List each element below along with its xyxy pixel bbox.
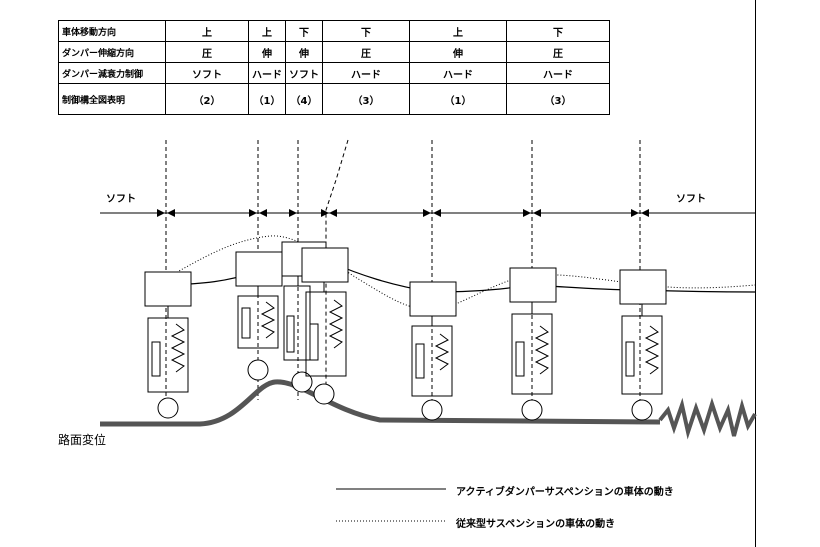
strut-frame <box>621 315 663 395</box>
strut-frame <box>237 295 279 349</box>
damper-body <box>415 343 425 379</box>
damper-body <box>241 307 251 339</box>
cell-fig-2: （1） <box>248 83 286 115</box>
damper-body <box>309 323 319 361</box>
strut-frame <box>511 313 553 395</box>
row-header-fig: 制御構全図表明 <box>58 83 166 115</box>
body-box <box>409 281 457 317</box>
strut-frame <box>305 291 347 377</box>
strut-frame <box>283 285 311 361</box>
body-box <box>509 267 557 303</box>
soft-label-left: ソフト <box>106 194 136 205</box>
damper-body <box>151 341 161 377</box>
wheel <box>157 397 179 419</box>
body-box <box>301 247 349 283</box>
spring-coil <box>170 323 186 373</box>
body-box <box>619 269 667 305</box>
suspension-unit <box>235 251 283 381</box>
control-table: 車体移動方向 上 上 下 下 上 下 ダンパー伸縮方向 圧 伸 伸 圧 伸 圧 … <box>58 20 610 115</box>
rough-road <box>658 397 757 440</box>
suspension-unit <box>509 267 557 421</box>
wheel <box>247 359 269 381</box>
body-box <box>235 251 283 287</box>
cell-fig-5: （1） <box>409 83 507 115</box>
row-fig: 制御構全図表明 （2） （1） （4） （3） （1） （3） <box>58 83 610 115</box>
body-box <box>144 271 192 307</box>
damper-body <box>625 341 635 377</box>
suspension-unit <box>301 247 349 405</box>
spring-coil <box>534 325 550 375</box>
suspension-units <box>144 241 667 421</box>
wheel <box>291 371 313 393</box>
wheel <box>631 399 653 421</box>
wheel <box>421 399 443 421</box>
divider-4 <box>325 139 349 400</box>
suspension-unit <box>144 271 192 419</box>
strut-frame <box>411 325 453 397</box>
spring-coil <box>260 301 276 339</box>
cell-fig-4: （3） <box>322 83 410 115</box>
cell-fig-3: （4） <box>285 83 323 115</box>
cell-fig-1: （2） <box>165 83 249 115</box>
wheel <box>313 383 335 405</box>
spring-coil <box>644 325 660 375</box>
soft-label-right: ソフト <box>676 194 706 205</box>
spring-coil <box>434 333 450 371</box>
suspension-unit <box>619 269 667 421</box>
wheel <box>521 399 543 421</box>
legend-dotted-text: 従来型サスペンションの車体の動き <box>456 519 616 530</box>
row-damping: ダンパー減衰力制御 ソフト ハード ソフト ハード ハード ハード <box>58 62 610 84</box>
spring-coil <box>328 299 344 349</box>
damper-body <box>515 341 525 377</box>
road-displacement-label: 路面変位 <box>58 433 107 447</box>
right-border-line <box>755 0 756 547</box>
damper-body <box>286 315 295 353</box>
strut-frame <box>147 317 189 393</box>
road-profile <box>100 379 661 427</box>
suspension-unit <box>409 281 457 421</box>
cell-fig-6: （3） <box>506 83 610 115</box>
legend-solid-text: アクティブダンパーサスペンションの車体の動き <box>456 487 674 498</box>
